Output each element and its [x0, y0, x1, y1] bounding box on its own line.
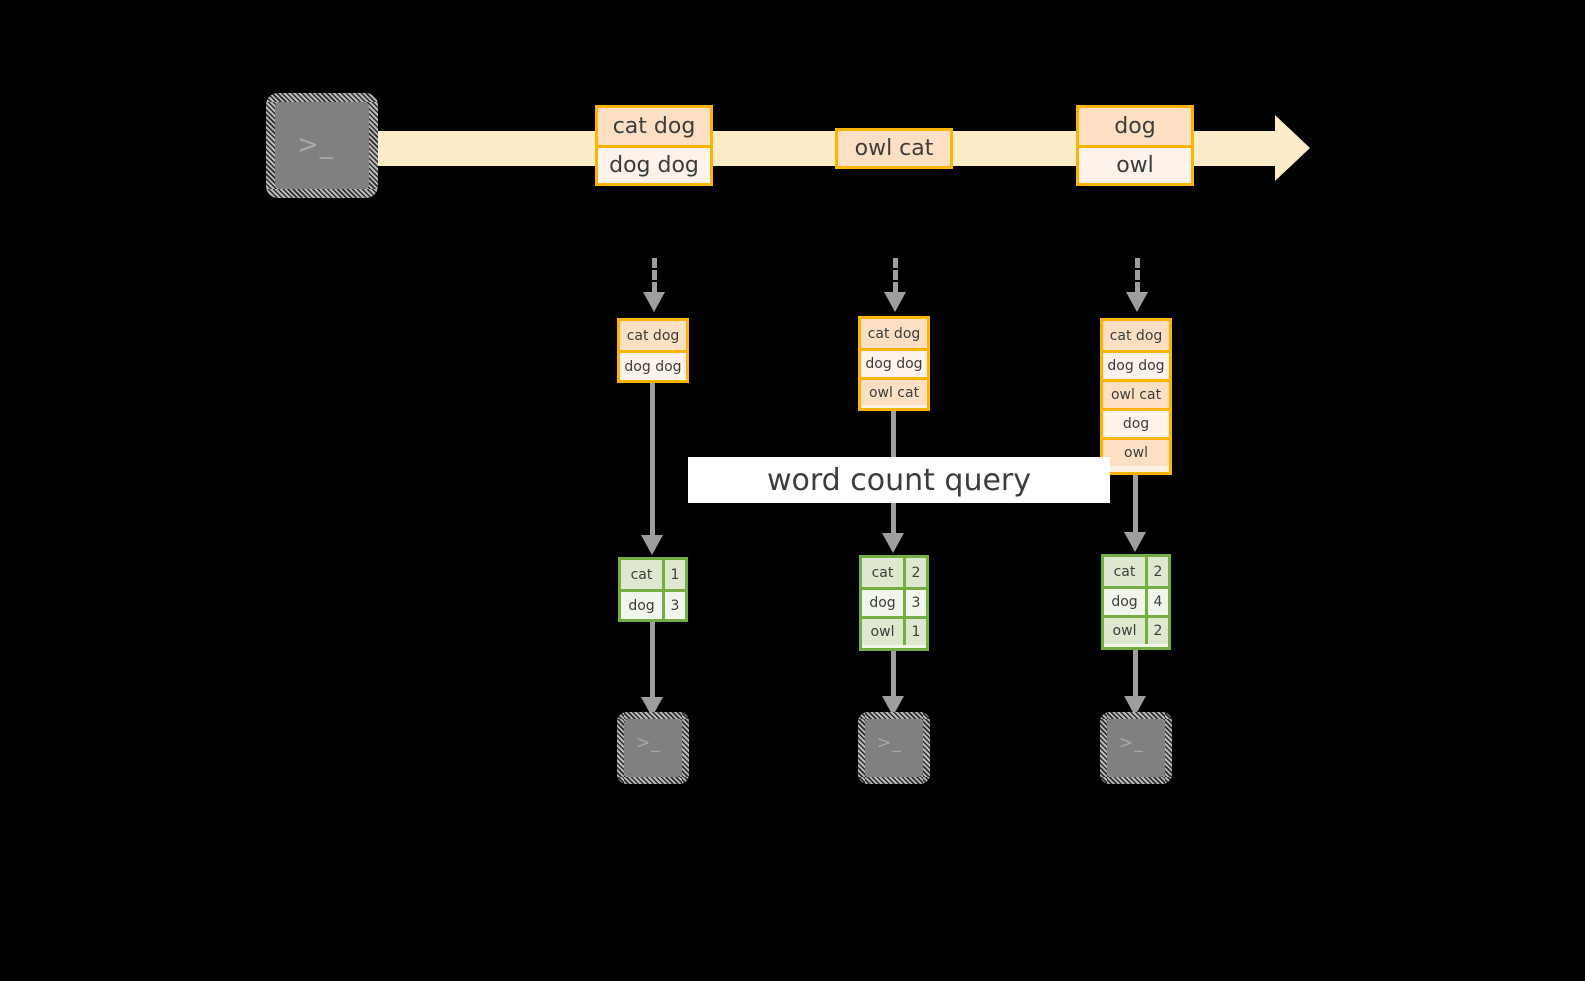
- log-entry: owl cat: [861, 377, 927, 405]
- stream-message-2[interactable]: owl cat: [835, 128, 953, 169]
- stream-message-line: cat dog: [598, 108, 710, 145]
- table-row: dog 4: [1104, 586, 1168, 615]
- terminal-prompt-label: >_: [1119, 733, 1144, 753]
- log-to-result-connector-1: [650, 383, 655, 535]
- result-table-2[interactable]: cat 2 dog 3 owl 1: [859, 555, 929, 651]
- count-cell: 1: [665, 560, 685, 589]
- terminal-prompt-label: >_: [877, 733, 902, 753]
- count-cell: 4: [1148, 589, 1168, 615]
- terminal-screen: [275, 102, 369, 189]
- terminal-screen: [865, 719, 923, 777]
- log-snapshot-3[interactable]: cat dog dog dog owl cat dog owl: [1100, 318, 1172, 475]
- consumer-terminal-2[interactable]: >_: [858, 712, 930, 784]
- consumer-terminal-1[interactable]: >_: [617, 712, 689, 784]
- table-row: cat 2: [862, 558, 926, 587]
- word-cell: cat: [1104, 557, 1148, 586]
- event-stream-arrowhead: [1275, 115, 1310, 181]
- log-entry: owl cat: [1103, 379, 1169, 408]
- log-to-result-arrowhead-2: [882, 533, 904, 553]
- table-row: dog 3: [862, 587, 926, 616]
- result-to-consumer-arrowhead-3: [1124, 696, 1146, 716]
- log-to-result-arrowhead-1: [641, 535, 663, 555]
- table-row: dog 3: [621, 589, 685, 619]
- word-cell: dog: [862, 590, 906, 616]
- terminal-screen: [1107, 719, 1165, 777]
- stream-to-log-connector-3: [1135, 258, 1140, 292]
- log-entry: dog dog: [620, 350, 686, 380]
- stream-message-line: owl cat: [838, 131, 950, 166]
- log-entry: dog dog: [861, 348, 927, 377]
- result-to-consumer-connector-3: [1133, 650, 1138, 699]
- log-entry: cat dog: [861, 319, 927, 348]
- query-banner-label: word count query: [766, 462, 1032, 498]
- table-row: owl 2: [1104, 615, 1168, 644]
- result-table-3[interactable]: cat 2 dog 4 owl 2: [1101, 554, 1171, 650]
- stream-message-line: dog dog: [598, 145, 710, 183]
- terminal-prompt-label: >_: [297, 130, 334, 160]
- count-cell: 2: [1148, 618, 1168, 644]
- query-banner: word count query: [688, 457, 1110, 503]
- log-entry: cat dog: [620, 321, 686, 350]
- word-cell: dog: [621, 592, 665, 619]
- table-row: cat 1: [621, 560, 685, 589]
- log-entry: dog: [1103, 408, 1169, 437]
- result-to-consumer-arrowhead-2: [882, 696, 904, 716]
- count-cell: 2: [1148, 557, 1168, 586]
- producer-terminal-icon[interactable]: >_: [266, 93, 378, 198]
- stream-to-log-arrowhead-1: [643, 292, 665, 312]
- stream-message-3[interactable]: dog owl: [1076, 105, 1194, 186]
- log-entry: dog dog: [1103, 350, 1169, 379]
- table-row: owl 1: [862, 616, 926, 645]
- stream-message-1[interactable]: cat dog dog dog: [595, 105, 713, 186]
- log-snapshot-1[interactable]: cat dog dog dog: [617, 318, 689, 383]
- result-table-1[interactable]: cat 1 dog 3: [618, 557, 688, 622]
- terminal-prompt-label: >_: [636, 733, 661, 753]
- word-cell: cat: [862, 558, 906, 587]
- consumer-terminal-3[interactable]: >_: [1100, 712, 1172, 784]
- stream-to-log-connector-1: [652, 258, 657, 292]
- stream-to-log-connector-2: [893, 258, 898, 292]
- stream-to-log-arrowhead-3: [1126, 292, 1148, 312]
- log-to-result-arrowhead-3: [1124, 532, 1146, 552]
- stream-message-line: owl: [1079, 145, 1191, 183]
- result-to-consumer-connector-1: [650, 622, 655, 697]
- word-cell: cat: [621, 560, 665, 589]
- log-snapshot-2[interactable]: cat dog dog dog owl cat: [858, 316, 930, 411]
- stream-message-line: dog: [1079, 108, 1191, 145]
- count-cell: 1: [906, 619, 926, 645]
- stream-to-log-arrowhead-2: [884, 292, 906, 312]
- result-to-consumer-connector-2: [891, 651, 896, 699]
- log-entry: cat dog: [1103, 321, 1169, 350]
- log-entry: owl: [1103, 437, 1169, 466]
- count-cell: 3: [665, 592, 685, 619]
- log-to-result-connector-3: [1133, 475, 1138, 535]
- word-cell: owl: [862, 619, 906, 645]
- table-row: cat 2: [1104, 557, 1168, 586]
- count-cell: 3: [906, 590, 926, 616]
- terminal-screen: [624, 719, 682, 777]
- word-cell: dog: [1104, 589, 1148, 615]
- word-cell: owl: [1104, 618, 1148, 644]
- count-cell: 2: [906, 558, 926, 587]
